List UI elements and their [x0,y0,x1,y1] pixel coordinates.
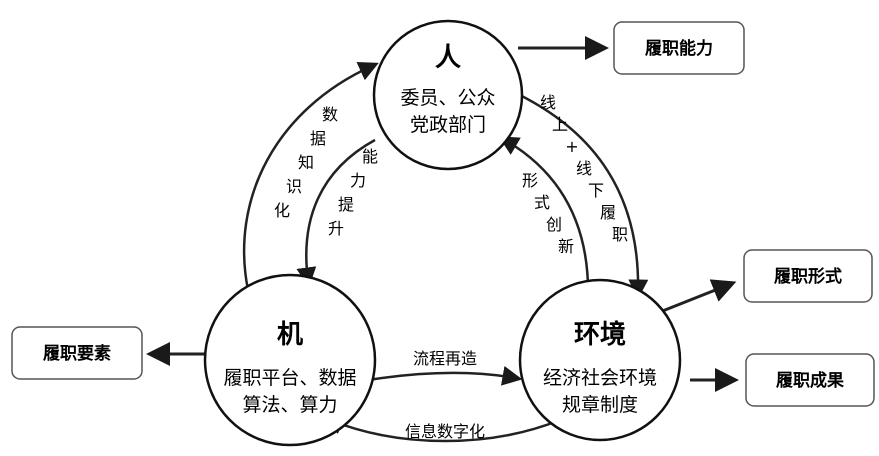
edge-label-char: 线 [576,159,592,178]
edge-label-char: 知 [298,153,314,172]
node-person-line2: 党政部门 [410,114,486,136]
box-form: 履职形式 [743,249,873,303]
edge-info-digital: 信息数字化 [405,422,485,441]
node-machine-line1: 履职平台、数据 [223,367,356,389]
edge-label-char: 力 [350,171,366,190]
node-environment: 环境 经济社会环境 规章制度 [518,278,682,442]
edge-label-char: 数 [322,105,338,124]
arc-person-to-environment [504,86,649,300]
box-elements: 履职要素 [11,326,143,380]
edge-label-char: 据 [310,129,326,148]
arc-machine-to-environment [367,365,523,386]
node-machine-title: 机 [277,320,303,350]
edge-process-rebuild: 流程再造 [413,349,477,368]
node-environment-title: 环境 [574,319,626,350]
arc-machine-to-person [242,62,379,291]
node-machine: 机 履职平台、数据 算法、算力 [203,273,377,447]
edge-label-char: 提 [338,195,354,214]
edge-label-char: 下 [588,181,604,200]
box-elements-label: 履职要素 [43,344,111,364]
arrow-to-form [659,279,737,314]
edge-label-char: 线 [540,93,556,112]
edge-label-char: 上 [552,115,568,134]
node-person-title: 人 [435,43,461,73]
edge-label-char: 升 [328,219,344,238]
node-person: 人 委员、公众 党政部门 [372,19,524,171]
box-result: 履职成果 [745,353,875,407]
node-machine-line2: 算法、算力 [242,394,337,416]
edge-label-char: 能 [362,147,378,166]
node-environment-line1: 经济社会环境 [543,367,657,389]
arc-environment-to-person [498,136,590,301]
box-ability-label: 履职能力 [645,38,713,59]
edge-label-char: 履 [600,203,616,222]
edge-label-char: 化 [274,201,290,220]
edge-label-char: + [565,137,578,156]
edge-label-char: 式 [534,193,550,212]
box-form-label: 履职形式 [774,266,842,287]
edge-label-char: 职 [612,225,628,244]
edge-label-char: 识 [286,177,302,196]
node-environment-line2: 规章制度 [562,394,638,416]
edge-label-char: 新 [558,237,574,256]
edge-label-char: 形 [522,171,538,190]
box-result-label: 履职成果 [776,370,844,391]
box-ability: 履职能力 [613,21,745,75]
node-person-line1: 委员、公众 [400,87,495,109]
edge-label-char: 创 [546,215,562,234]
arc-person-to-machine [296,138,376,288]
arc-environment-to-machine [323,415,561,443]
